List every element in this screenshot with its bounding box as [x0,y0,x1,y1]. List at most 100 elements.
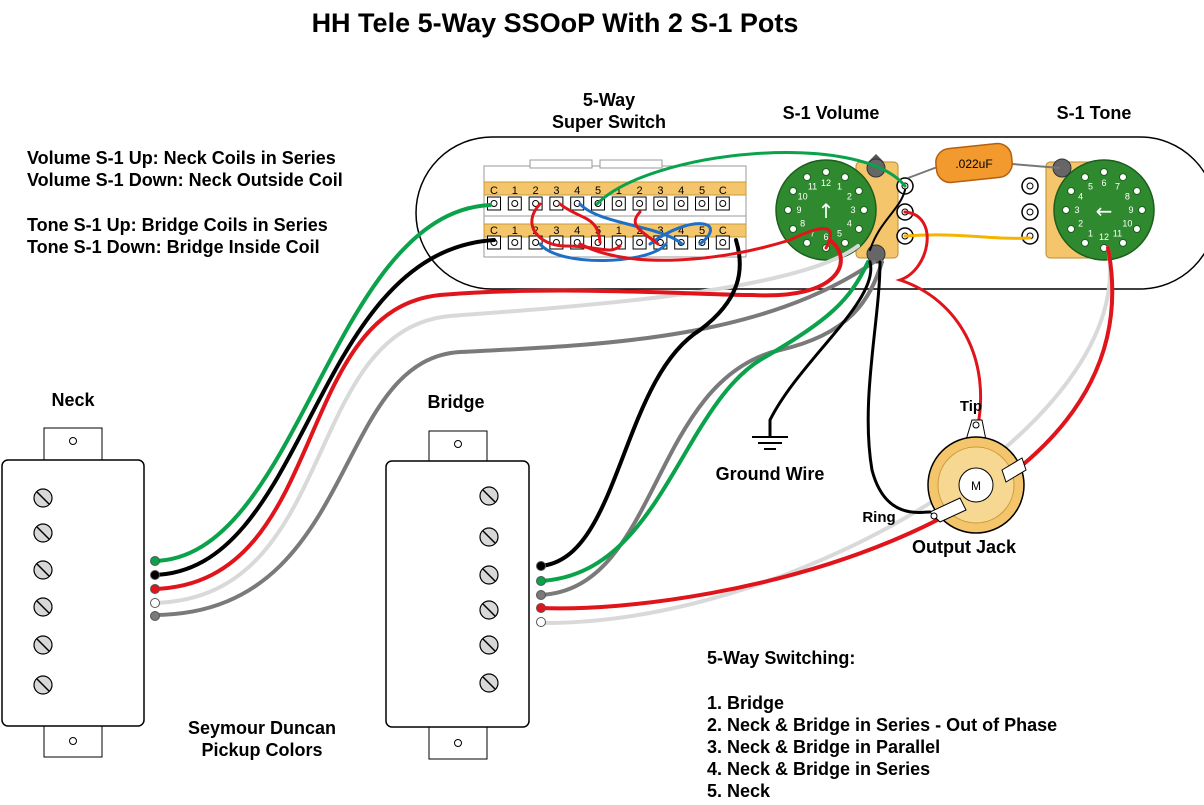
s1-terminal-label: 11 [808,182,817,192]
coil-notes: Volume S-1 Up: Neck Coils in Series Volu… [27,148,343,257]
screw-slot [36,678,50,692]
switching-position-5: 5. Neck [707,781,771,801]
s1-terminal-label: 5 [1088,182,1093,192]
s1-terminal-label: 12 [1099,232,1109,242]
s1-terminal [789,225,798,233]
switching-position-4: 4. Neck & Bridge in Series [707,759,930,779]
s1-terminal-label: 9 [796,205,801,215]
diagram-title: HH Tele 5-Way SSOoP With 2 S-1 Pots [312,8,799,38]
jack-center-label: M [971,479,981,493]
screw-slot [36,526,50,540]
switch-lug-hole [656,200,664,207]
s1-terminal [860,206,868,214]
switch-lug-label: 1 [512,185,518,197]
s1-terminal-label: 6 [1101,178,1106,188]
neck-pole-screws [33,488,53,695]
screw-slot [36,491,50,505]
tone-pot-lugs [1021,177,1039,245]
switch-lug-label: 5 [595,185,601,197]
s1-terminal-label: 7 [810,228,815,238]
switching-position-3: 3. Neck & Bridge in Parallel [707,737,940,757]
switching-heading: 5-Way Switching: [707,648,855,668]
s1-terminal [803,173,811,182]
s1-terminal-label: 1 [837,182,842,192]
switch-lug-hole [511,239,519,246]
switch-lug-hole [532,239,540,246]
switch-lug-label: 3 [553,185,559,197]
s1-terminal [1067,225,1076,233]
s1-terminal [1132,187,1141,195]
arrow-icon: ↑ [818,199,835,223]
tone-s1-board [1053,159,1155,261]
switch-lug-hole [615,239,623,246]
switch-lug-hole [615,200,623,207]
s1-terminal-label: 7 [1115,182,1120,192]
pot-lug-hole [1026,182,1034,190]
s1-terminal-label: 8 [800,219,805,229]
output-jack: M [927,419,1027,534]
jack-ring-label: Ring [862,509,895,526]
switch-lug-hole [719,239,727,246]
switch-lug-label: 4 [678,225,684,237]
neck-lead-terminals [150,556,160,621]
s1-terminal [1081,238,1089,247]
switching-position-2: 2. Neck & Bridge in Series - Out of Phas… [707,715,1057,735]
output-jack-label: Output Jack [912,537,1017,557]
bridge-pickup [385,430,530,760]
neck-pickup-label: Neck [51,390,95,410]
s1-terminal [1138,206,1146,214]
switch-lug-label: 3 [657,185,663,197]
switch-lug-label: 5 [699,185,705,197]
switch-lug-hole [552,200,560,207]
s1-terminal [803,238,811,247]
switch-lug-label: 1 [616,225,622,237]
s1-terminal [1062,206,1070,214]
switch-lug-hole [698,200,706,207]
switching-position-1: 1. Bridge [707,693,784,713]
note-volume-up: Volume S-1 Up: Neck Coils in Series [27,148,336,168]
switch-label-line1: 5-Way [583,90,635,110]
switch-lug-hole [511,200,519,207]
screw-slot [482,530,496,544]
s1-terminal [841,173,849,182]
pickup-colors-line2: Pickup Colors [201,740,322,760]
switch-lug-hole [719,200,727,207]
s1-terminal [1132,225,1141,233]
switch-lug-label: 3 [657,225,663,237]
s1-terminal-label: 4 [1078,192,1083,202]
screw-slot [482,676,496,690]
s1-terminal-label: 2 [847,192,852,202]
ground-symbol-icon [752,420,788,450]
s1-terminal [822,168,830,176]
s1-terminal [854,187,863,195]
s1-terminal [1100,168,1108,176]
switch-lug-label: C [490,185,498,197]
s1-terminal-label: 4 [847,219,852,229]
ground-wire-label: Ground Wire [716,464,825,484]
s1-terminal-label: 3 [850,205,855,215]
capacitor-value: .022uF [955,157,992,171]
s1-terminal [854,225,863,233]
screw-slot [482,603,496,617]
switch-lug-label: 5 [699,225,705,237]
switch-lug-label: 3 [553,225,559,237]
screw-slot [36,638,50,652]
jack-tip-label: Tip [960,398,982,415]
switch-lug-label: 4 [678,185,684,197]
switch-lug-label: 4 [574,185,580,197]
capacitor: .022uF [907,142,1061,184]
switch-lug-hole [636,200,644,207]
switch-lug-label: C [490,225,498,237]
s1-terminal-label: 10 [798,192,808,202]
s1-terminal-label: 11 [1113,228,1122,238]
switch-lug-label: C [719,185,727,197]
note-volume-down: Volume S-1 Down: Neck Outside Coil [27,170,343,190]
switching-legend: 5-Way Switching: 1. Bridge 2. Neck & Bri… [707,648,1057,801]
s1-terminal [1067,187,1076,195]
screw-slot [482,638,496,652]
s1-terminal [784,206,792,214]
